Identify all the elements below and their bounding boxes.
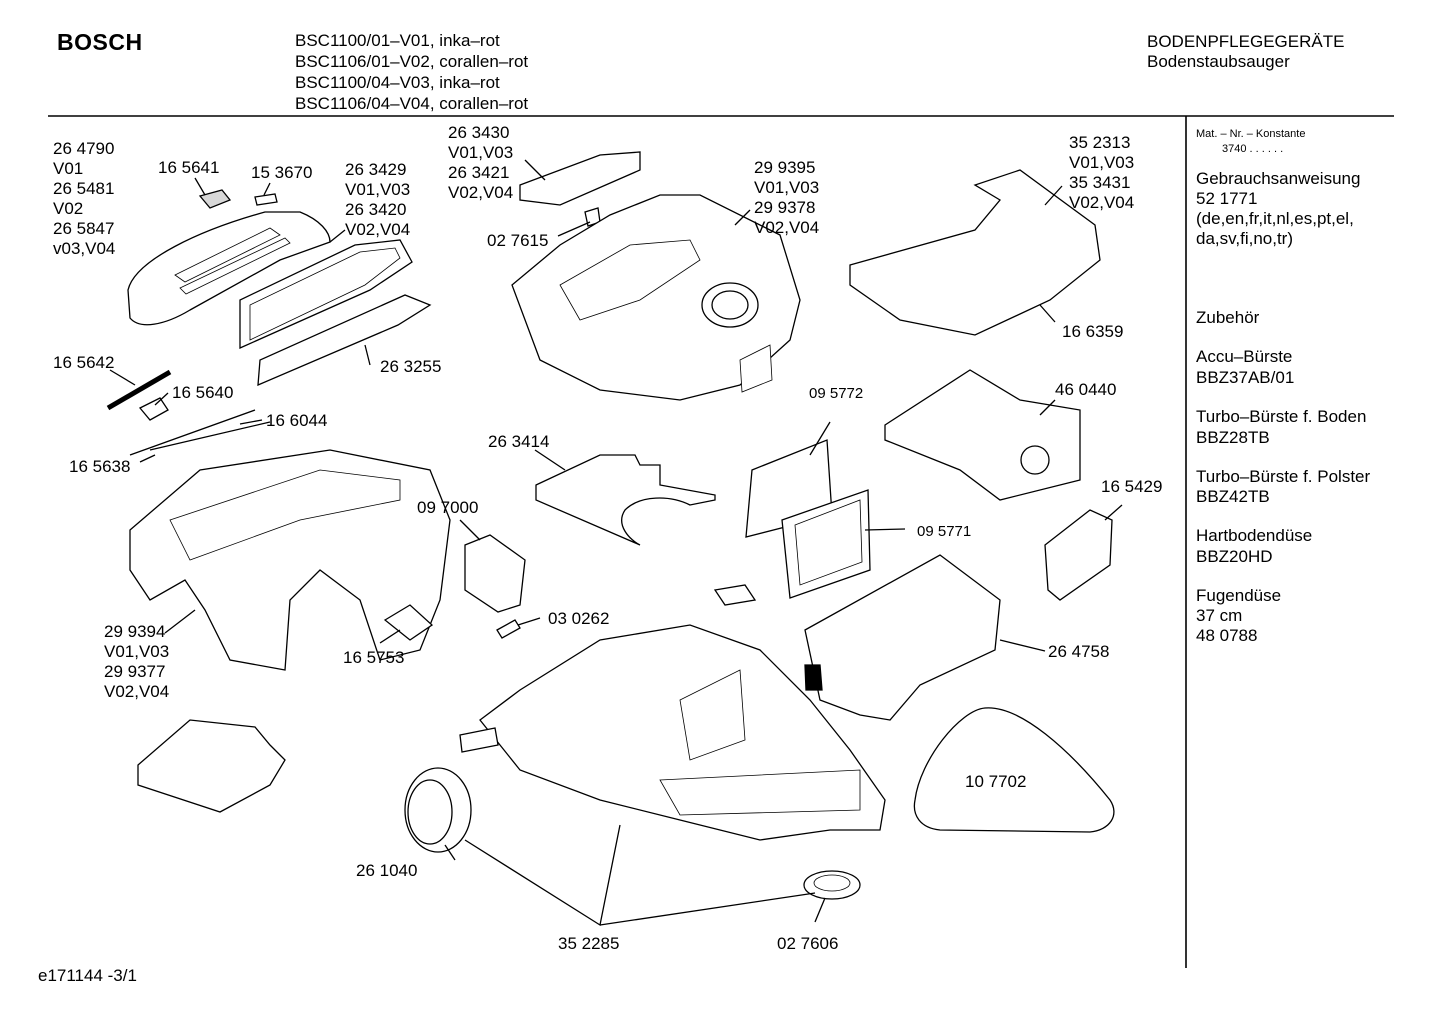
accessory-code: BBZ42TB — [1196, 487, 1270, 506]
part-label: 26 1040 — [356, 861, 418, 880]
filter-frame-part — [464, 534, 526, 613]
manual-number: 52 1771 — [1196, 189, 1258, 208]
grid-filter-part — [781, 489, 871, 599]
part-label: 26 4758 — [1048, 642, 1110, 661]
category-subtitle: Bodenstaubsauger — [1147, 52, 1290, 71]
small-latch-part — [383, 604, 434, 641]
part-label: 26 3414 — [488, 432, 550, 451]
accessory-name: Hartbodendüse — [1196, 526, 1313, 545]
part-label: 46 0440 — [1055, 380, 1117, 399]
filter-grille-part — [239, 239, 432, 387]
small-block-part — [713, 584, 757, 606]
lid-part — [519, 151, 641, 206]
category-title: BODENPFLEGEGERÄTE — [1147, 32, 1345, 51]
bag-holder-part — [1044, 509, 1113, 601]
part-label: 35 2285 — [558, 934, 620, 953]
dust-bag-part — [884, 369, 1081, 501]
model-line-4: BSC1106/04–V04, corallen–rot — [295, 94, 529, 113]
part-label: 16 5641 — [158, 158, 220, 177]
accessory-code: BBZ20HD — [1196, 547, 1273, 566]
manual-langs-1: (de,en,fr,it,nl,es,pt,el, — [1196, 209, 1354, 228]
part-label: 16 5640 — [172, 383, 234, 402]
drawing-code: e171144 -3/1 — [38, 966, 137, 985]
accessory-name: Accu–Bürste — [1196, 347, 1293, 366]
model-line-1: BSC1100/01–V01, inka–rot — [295, 31, 500, 50]
accessory-size: 37 cm — [1196, 606, 1243, 625]
part-label: 16 6359 — [1062, 322, 1124, 341]
part-label: 15 3670 — [251, 163, 313, 182]
base-body-part — [479, 624, 886, 841]
leader-lines — [109, 159, 1123, 927]
wheel-part — [404, 767, 472, 853]
manual-title: Gebrauchsanweisung — [1196, 169, 1361, 188]
accessory-name: Turbo–Bürste f. Boden — [1196, 407, 1367, 426]
part-label: 09 5772 — [809, 385, 864, 402]
gasket-part — [913, 707, 1115, 833]
accessory-code: 48 0788 — [1196, 626, 1258, 645]
accessory-name: Turbo–Bürste f. Polster — [1196, 467, 1371, 486]
part-label: 02 7615 — [487, 231, 549, 250]
lower-housing-part — [129, 449, 451, 671]
bar-part — [459, 727, 499, 753]
brand-logo: BOSCH — [57, 29, 143, 55]
small-clip-part — [198, 189, 278, 209]
part-label: 09 7000 — [417, 498, 479, 517]
rear-cover-part — [849, 169, 1101, 336]
accessory-code: BBZ28TB — [1196, 428, 1270, 447]
part-label: 10 7702 — [965, 772, 1027, 791]
mat-value: 3740 . . . . . . — [1222, 143, 1284, 155]
rod-part — [106, 369, 271, 456]
main-housing-part — [511, 194, 801, 401]
part-label: 02 7606 — [777, 934, 839, 953]
part-label: 09 5771 — [917, 523, 972, 540]
top-cover-part — [127, 211, 331, 326]
filter-pad-part — [535, 454, 716, 546]
part-label: 26 3255 — [380, 357, 442, 376]
part-label: 03 0262 — [548, 609, 610, 628]
filter-basket-part — [804, 554, 1001, 721]
model-line-2: BSC1106/01–V02, corallen–rot — [295, 52, 529, 71]
part-label: 16 5638 — [69, 457, 131, 476]
accessory-name: Fugendüse — [1196, 586, 1282, 605]
part-label: 16 5429 — [1101, 477, 1163, 496]
model-line-3: BSC1100/04–V03, inka–rot — [295, 73, 500, 92]
manual-langs-2: da,sv,fi,no,tr) — [1196, 229, 1293, 248]
part-label: 16 5753 — [343, 648, 405, 667]
part-label: 16 5642 — [53, 353, 115, 372]
mat-label: Mat. – Nr. – Konstante — [1196, 128, 1306, 140]
swivel-wheel-part — [803, 870, 861, 900]
accessories-title: Zubehör — [1196, 308, 1260, 327]
part-label: 16 6044 — [266, 411, 328, 430]
pin-part — [496, 619, 521, 639]
accessory-code: BBZ37AB/01 — [1196, 368, 1295, 387]
foam-pad-part — [137, 719, 286, 813]
